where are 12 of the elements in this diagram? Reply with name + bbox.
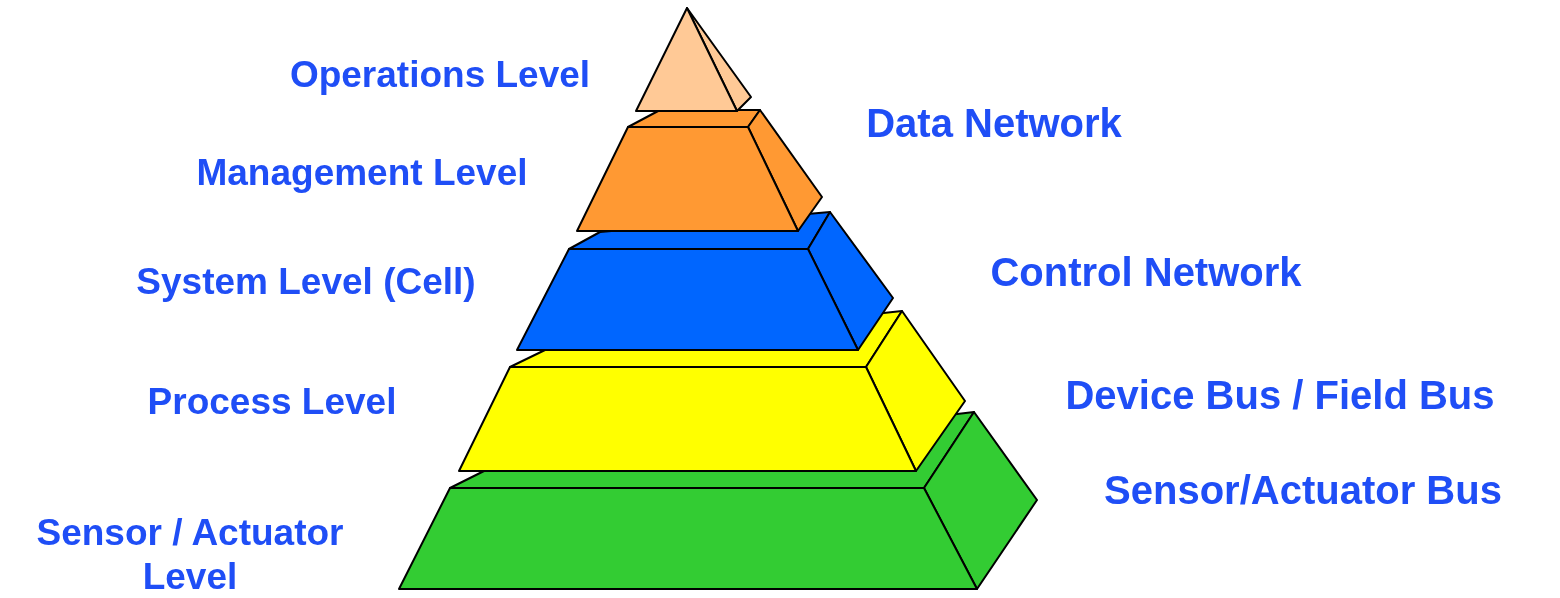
network-label: Sensor/Actuator Bus — [1104, 468, 1502, 512]
pyramid-tier — [576, 109, 823, 232]
level-label: Sensor / Actuator Level — [35, 511, 345, 598]
level-label: Operations Level — [289, 53, 591, 97]
network-label: Data Network — [866, 101, 1122, 145]
pyramid-tier — [516, 211, 894, 351]
pyramid-tip — [635, 7, 752, 112]
level-label: System Level (Cell) — [136, 260, 476, 304]
network-label: Control Network — [990, 250, 1302, 294]
level-label: Management Level — [196, 151, 528, 195]
network-label: Device Bus / Field Bus — [1065, 373, 1495, 417]
level-label: Process Level — [147, 380, 397, 424]
